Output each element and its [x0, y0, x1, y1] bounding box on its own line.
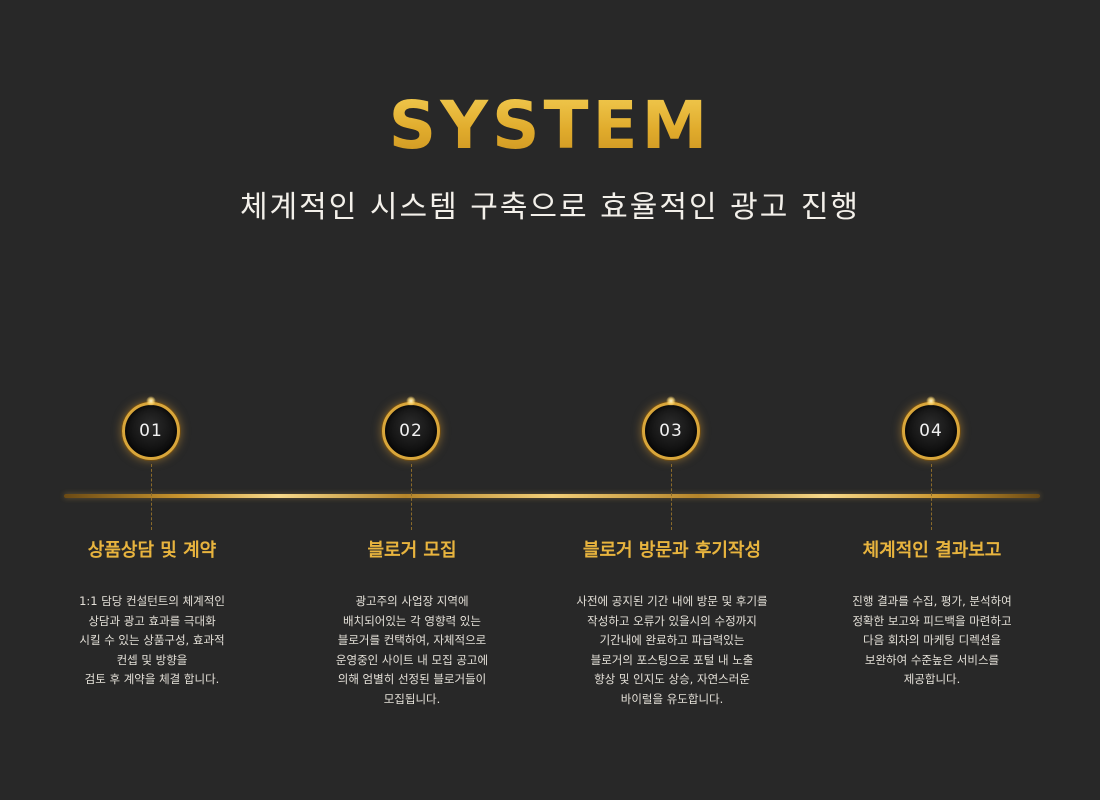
- step-description: 사전에 공지된 기간 내에 방문 및 후기를 작성하고 오류가 있을시의 수정까…: [576, 594, 768, 706]
- connector-line: [671, 464, 672, 530]
- step-title: 체계적인 결과보고: [862, 540, 1002, 561]
- step-number-circle: 01: [122, 402, 180, 460]
- step-description: 광고주의 사업장 지역에 배치되어있는 각 영향력 있는 블로거를 컨택하여, …: [335, 594, 489, 706]
- sparkle-icon: [666, 396, 676, 406]
- connector-line: [151, 464, 152, 530]
- step-number: 01: [139, 421, 163, 441]
- step-description: 1:1 담당 컨설턴트의 체계적인 상담과 광고 효과를 극대화 시킬 수 있는…: [79, 594, 225, 686]
- step-2: 02 블로거 모집 광고주의 사업장 지역에 배치되어있는 각 영향력 있는 블…: [282, 396, 542, 718]
- page-title: SYSTEM: [0, 86, 1100, 166]
- sparkle-icon: [406, 396, 416, 406]
- connector-line: [411, 464, 412, 530]
- step-number-circle: 04: [902, 402, 960, 460]
- step-title: 블로거 방문과 후기작성: [582, 540, 762, 561]
- step-number: 04: [919, 421, 943, 441]
- step-number-circle: 03: [642, 402, 700, 460]
- connector-line: [931, 464, 932, 530]
- page-subtitle: 체계적인 시스템 구축으로 효율적인 광고 진행: [239, 190, 861, 225]
- step-description: 진행 결과를 수집, 평가, 분석하여 정확한 보고와 피드백을 마련하고 다음…: [852, 594, 1012, 686]
- sparkle-icon: [146, 396, 156, 406]
- step-4: 04 체계적인 결과보고 진행 결과를 수집, 평가, 분석하여 정확한 보고와…: [802, 396, 1062, 718]
- step-number: 02: [399, 421, 423, 441]
- step-1: 01 상품상담 및 계약 1:1 담당 컨설턴트의 체계적인 상담과 광고 효과…: [22, 396, 282, 718]
- step-3: 03 블로거 방문과 후기작성 사전에 공지된 기간 내에 방문 및 후기를 작…: [542, 396, 802, 718]
- step-number: 03: [659, 421, 683, 441]
- step-title: 상품상담 및 계약: [87, 540, 217, 561]
- step-number-circle: 02: [382, 402, 440, 460]
- timeline-line: [64, 494, 1040, 498]
- sparkle-icon: [926, 396, 936, 406]
- step-title: 블로거 모집: [367, 540, 457, 561]
